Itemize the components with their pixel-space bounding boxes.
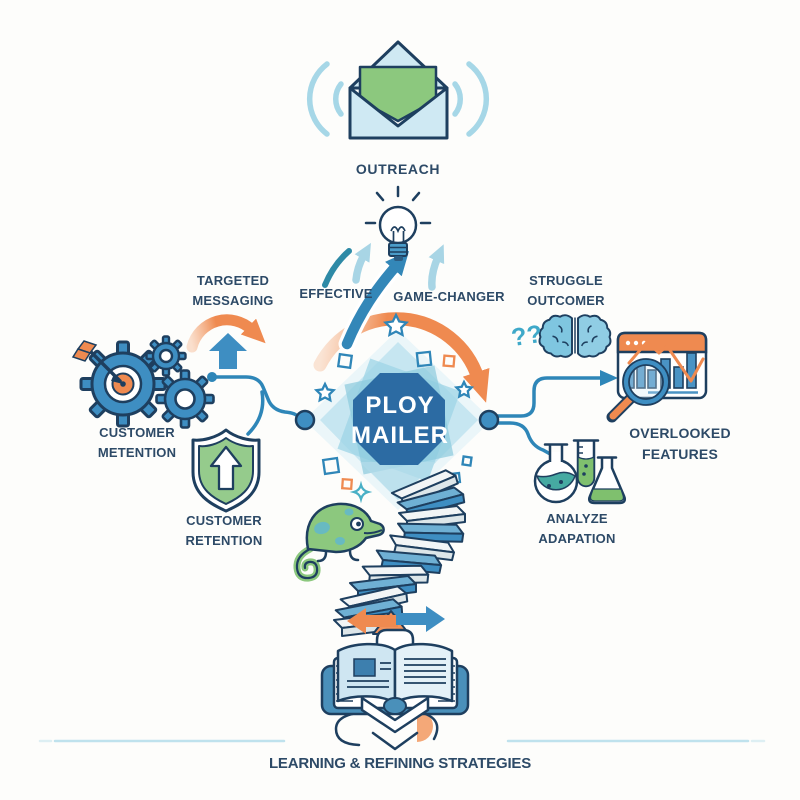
targeted-messaging-label: TARGETED MESSAGING xyxy=(192,273,274,308)
chameleon-icon xyxy=(293,502,385,582)
outreach-label: OUTREACH xyxy=(355,161,441,177)
analytics-window-icon xyxy=(606,331,708,423)
lightbulb-icon xyxy=(364,185,432,261)
connector-right xyxy=(495,370,618,457)
signal-waves xyxy=(306,61,490,137)
game-changer-label: GAME-CHANGER xyxy=(393,289,505,304)
envelope-icon xyxy=(306,40,490,140)
right-arrow xyxy=(396,606,445,632)
decor-shapes xyxy=(313,312,475,504)
magnifier-icon xyxy=(606,358,670,423)
up-arrow-icon xyxy=(209,333,247,369)
connector-dots xyxy=(207,372,500,431)
struggle-outcomer-label: STRUGGLE OUTCOMER xyxy=(527,273,605,308)
connector-left xyxy=(211,375,300,436)
open-book-icon xyxy=(320,628,470,751)
brain-icon xyxy=(538,314,612,358)
gears-target-icon xyxy=(71,335,215,429)
dart xyxy=(71,340,123,384)
learning-refining-label: LEARNING & REFINING STRATEGIES xyxy=(268,755,532,772)
flasks-icon xyxy=(533,439,627,505)
customer-retention-label: CUSTOMER RETENTION xyxy=(185,513,263,548)
staircase-icon xyxy=(333,469,466,637)
question-marks: ?? xyxy=(509,319,545,353)
center-title: PLOY MAILER xyxy=(351,392,449,450)
game-changer-arc-arrow xyxy=(313,312,490,403)
trend-line xyxy=(627,340,705,383)
effective-label: EFFECTIVE xyxy=(299,286,373,301)
targeted-arc-arrow xyxy=(186,314,266,353)
growth-arrows xyxy=(322,242,445,353)
analyze-adapation-label: ANALYZE ADAPATION xyxy=(538,511,616,546)
left-arrow xyxy=(347,608,398,634)
shield-icon xyxy=(191,428,261,513)
customer-metention-label: CUSTOMER METENTION xyxy=(97,425,177,460)
octagon-core xyxy=(353,373,445,465)
diamond-badge-icon xyxy=(304,330,492,510)
overlooked-features-label: OVERLOOKED FEATURES xyxy=(629,425,731,462)
